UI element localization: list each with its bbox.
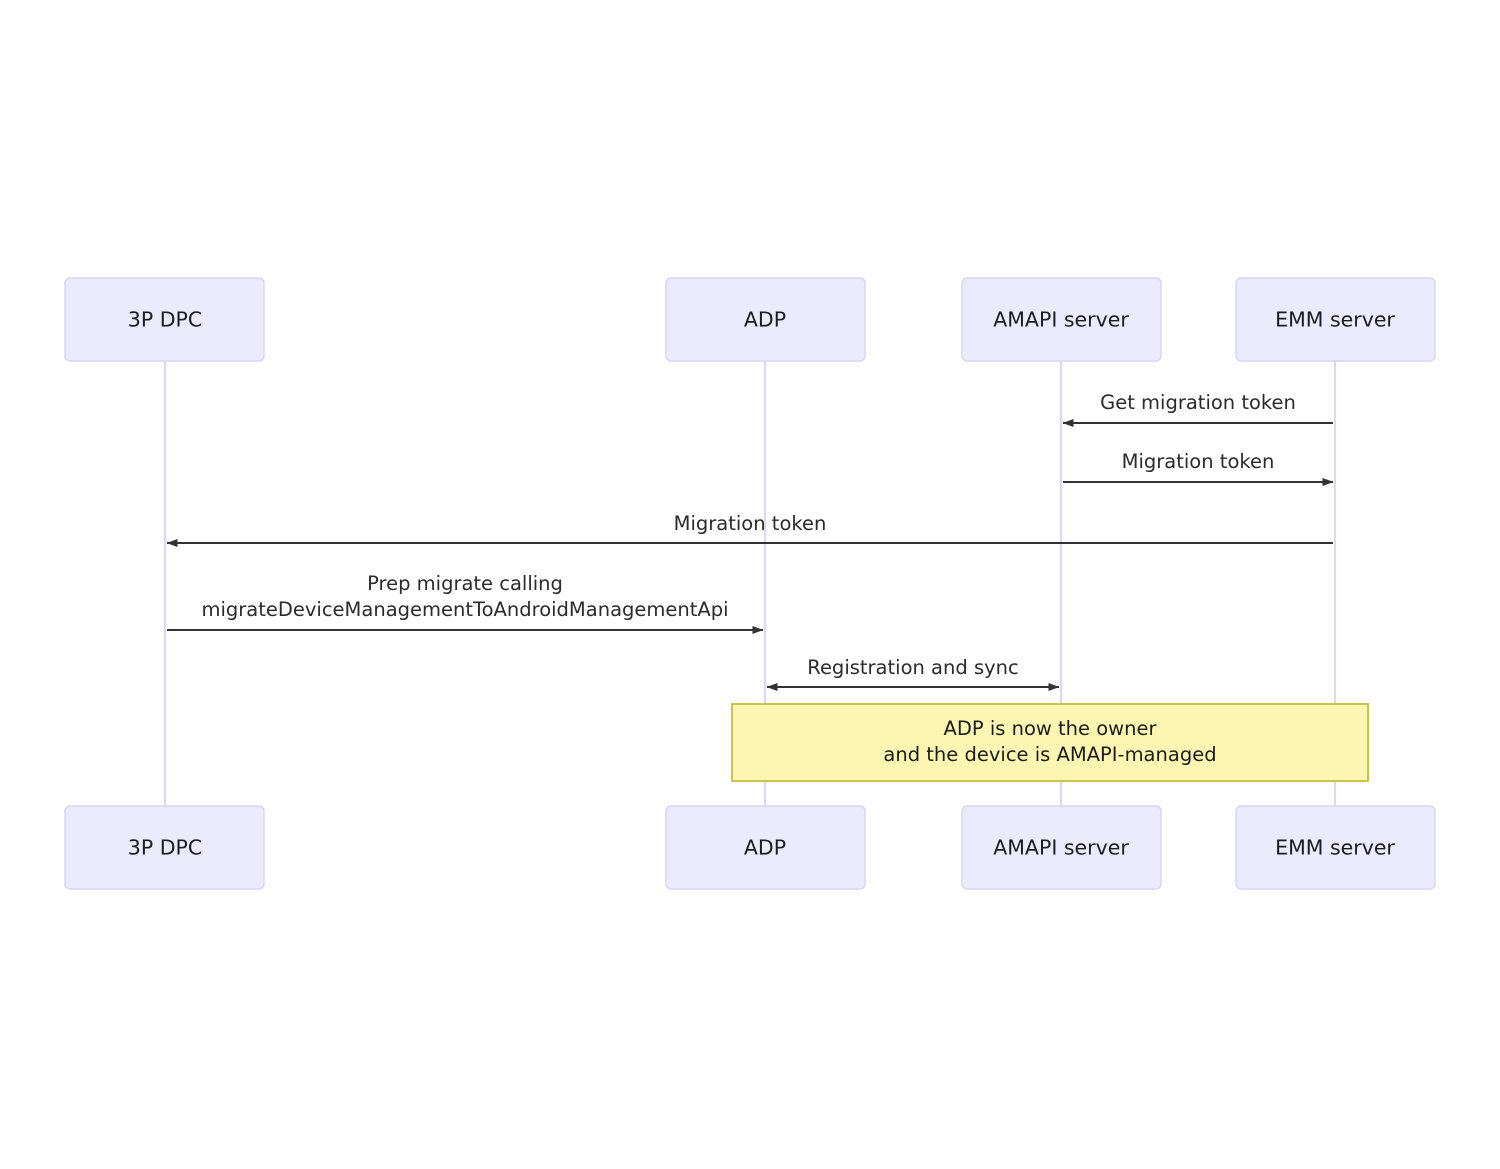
participant-box-top-adp: [665, 277, 866, 362]
participant-label-bottom-amapi: AMAPI server: [993, 836, 1129, 860]
participant-box-top-amapi: [961, 277, 1162, 362]
participant-bottom-emm: EMM server: [1235, 805, 1436, 890]
participant-box-bottom-emm: [1235, 805, 1436, 890]
participant-label-top-emm: EMM server: [1275, 308, 1395, 332]
participant-top-adp: ADP: [665, 277, 866, 362]
participant-label-bottom-adp: ADP: [744, 836, 786, 860]
participant-label-top-dpc: 3P DPC: [128, 308, 202, 332]
message-label-m3: Migration token: [674, 512, 827, 535]
participant-box-bottom-amapi: [961, 805, 1162, 890]
participant-box-top-dpc: [64, 277, 265, 362]
participant-bottom-adp: ADP: [665, 805, 866, 890]
participant-label-top-adp: ADP: [744, 308, 786, 332]
participant-box-bottom-dpc: [64, 805, 265, 890]
participant-box-bottom-adp: [665, 805, 866, 890]
message-label-m1: Get migration token: [1100, 391, 1296, 414]
participant-top-emm: EMM server: [1235, 277, 1436, 362]
participant-top-dpc: 3P DPC: [64, 277, 265, 362]
message-label-m2: Migration token: [1122, 450, 1275, 473]
message-label-m5: Registration and sync: [807, 656, 1018, 679]
participant-bottom-dpc: 3P DPC: [64, 805, 265, 890]
participant-label-bottom-emm: EMM server: [1275, 836, 1395, 860]
participant-box-top-emm: [1235, 277, 1436, 362]
participant-top-amapi: AMAPI server: [961, 277, 1162, 362]
participant-bottom-amapi: AMAPI server: [961, 805, 1162, 890]
note-box-n1: [731, 703, 1369, 782]
participant-label-top-amapi: AMAPI server: [993, 308, 1129, 332]
participant-label-bottom-dpc: 3P DPC: [128, 836, 202, 860]
